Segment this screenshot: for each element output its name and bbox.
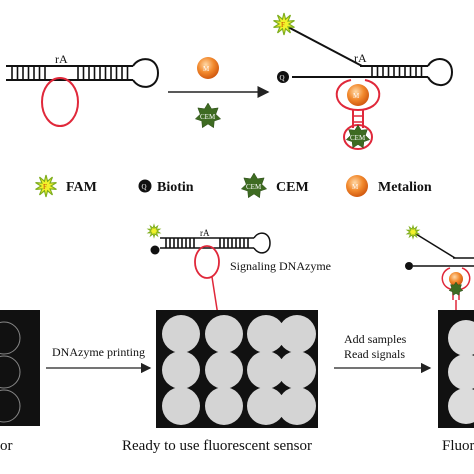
caption-left: or bbox=[0, 438, 13, 454]
fam-star-icon bbox=[146, 223, 162, 239]
base-pair-rungs bbox=[371, 66, 423, 77]
legend: F FAM Q Biotin CEM CEM M Metalion bbox=[35, 172, 432, 199]
svg-text:M: M bbox=[203, 65, 210, 73]
dnazyme-bound: F Q rA M CEM bbox=[273, 12, 454, 150]
well bbox=[278, 351, 316, 389]
ra-label-left: rA bbox=[55, 52, 68, 66]
legend-label-biotin: Biotin bbox=[157, 180, 194, 195]
well bbox=[205, 315, 243, 353]
biotin-q-icon bbox=[150, 245, 160, 255]
metal-ion-icon: M bbox=[197, 57, 219, 79]
well bbox=[162, 387, 200, 425]
svg-text:CEM: CEM bbox=[350, 134, 366, 142]
well bbox=[247, 387, 285, 425]
biotin-q-icon: Q bbox=[277, 71, 289, 83]
svg-text:F: F bbox=[43, 183, 47, 191]
cem-star-icon: CEM bbox=[240, 172, 268, 199]
biotin-q-icon: Q bbox=[138, 179, 152, 193]
dnazyme-unbound: rA bbox=[6, 52, 160, 127]
sensor-plate-right bbox=[438, 310, 474, 428]
caption-right: Fluor bbox=[442, 438, 474, 454]
well bbox=[205, 351, 243, 389]
svg-text:CEM: CEM bbox=[200, 113, 216, 121]
caption-center: Ready to use fluorescent sensor bbox=[122, 438, 312, 454]
legend-label-cem: CEM bbox=[276, 180, 309, 195]
sensor-plate-left bbox=[0, 310, 40, 426]
fam-star-icon bbox=[405, 224, 421, 240]
well bbox=[278, 315, 316, 353]
svg-text:M: M bbox=[353, 92, 360, 100]
ra-label-right: rA bbox=[354, 51, 367, 65]
sensor-plate-center bbox=[156, 310, 318, 428]
legend-label-metalion: Metalion bbox=[378, 180, 432, 195]
svg-text:M: M bbox=[352, 183, 359, 191]
read-signals-label: Read signals bbox=[344, 347, 405, 361]
metal-ion-icon: M bbox=[346, 175, 368, 197]
well bbox=[278, 387, 316, 425]
well bbox=[162, 315, 200, 353]
well-grid bbox=[162, 315, 316, 425]
svg-text:CEM: CEM bbox=[246, 183, 262, 191]
svg-text:Q: Q bbox=[142, 183, 147, 191]
signaling-dnazyme-label: Signaling DNAzyme bbox=[230, 259, 331, 273]
base-pair-rungs bbox=[11, 66, 129, 80]
base-pair-rungs bbox=[165, 238, 249, 248]
dnazyme-printing-label: DNAzyme printing bbox=[52, 345, 145, 359]
dnazyme-bound-small bbox=[405, 224, 474, 324]
well bbox=[247, 351, 285, 389]
fam-star-icon: F bbox=[273, 12, 295, 36]
biotin-q-icon bbox=[405, 262, 413, 270]
signaling-dnazyme: rA Signaling DNAzyme bbox=[146, 223, 331, 324]
cem-star-icon: CEM bbox=[194, 102, 222, 129]
legend-label-fam: FAM bbox=[66, 180, 97, 195]
add-samples-label: Add samples bbox=[344, 332, 407, 346]
svg-text:Q: Q bbox=[280, 74, 285, 82]
fam-star-icon: F bbox=[35, 174, 57, 198]
well bbox=[162, 351, 200, 389]
ra-label-mid: rA bbox=[200, 228, 210, 238]
svg-text:F: F bbox=[281, 21, 285, 29]
well bbox=[205, 387, 243, 425]
well bbox=[247, 315, 285, 353]
